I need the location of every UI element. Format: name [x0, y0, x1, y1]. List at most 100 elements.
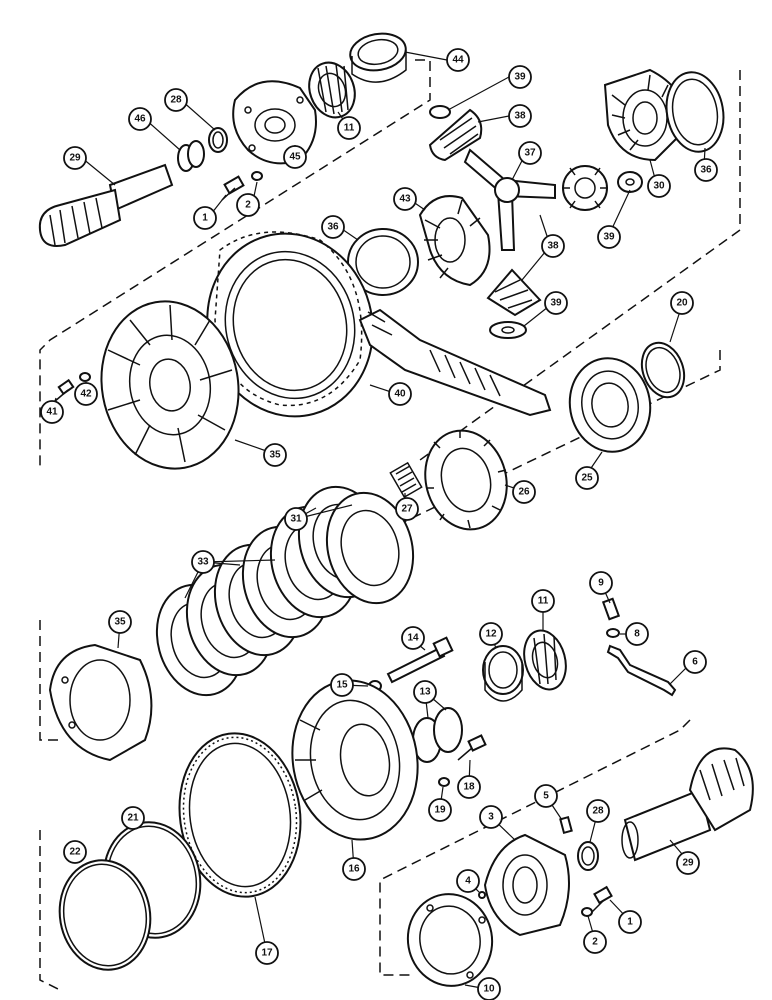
callout-13: 13 [413, 680, 437, 704]
callout-38: 38 [508, 104, 532, 128]
svg-text:40: 40 [394, 389, 406, 400]
callout-19: 19 [428, 798, 452, 822]
svg-text:44: 44 [452, 55, 464, 66]
callout-27: 27 [395, 497, 419, 521]
callout-36b: 36 [321, 215, 345, 239]
callout-38b: 38 [541, 234, 565, 258]
callout-40: 40 [388, 382, 412, 406]
callout-4: 4 [456, 869, 480, 893]
callout-20: 20 [670, 291, 694, 315]
svg-text:31: 31 [290, 514, 302, 525]
shim-36-top [665, 71, 725, 153]
svg-text:15: 15 [336, 680, 348, 691]
pinion-gear-38-bottom [486, 268, 542, 317]
bolt-1-bottom [591, 885, 613, 913]
callout-2b: 2 [583, 930, 607, 954]
svg-text:35: 35 [114, 617, 126, 628]
callout-41: 41 [40, 400, 64, 424]
callout-33: 33 [191, 550, 215, 574]
callout-15: 15 [330, 673, 354, 697]
callout-1b: 1 [618, 910, 642, 934]
svg-text:8: 8 [634, 629, 640, 640]
callout-10: 10 [477, 977, 501, 1000]
svg-text:43: 43 [399, 194, 411, 205]
svg-text:13: 13 [419, 687, 431, 698]
callout-17: 17 [255, 941, 279, 965]
svg-text:29: 29 [69, 153, 81, 164]
callout-36: 36 [694, 158, 718, 182]
differential-case-35-bottom [48, 643, 153, 762]
lube-tube-6 [606, 644, 677, 697]
callout-1: 1 [193, 206, 217, 230]
svg-text:35: 35 [269, 450, 281, 461]
svg-text:29: 29 [682, 858, 694, 869]
svg-text:41: 41 [46, 407, 58, 418]
svg-text:28: 28 [592, 806, 604, 817]
svg-text:39: 39 [603, 232, 615, 243]
seal-plate-25 [568, 357, 652, 453]
svg-text:12: 12 [485, 629, 497, 640]
svg-text:6: 6 [692, 657, 698, 668]
thrust-washer-39-right [617, 171, 643, 193]
bolt-41 [53, 378, 75, 403]
svg-text:39: 39 [550, 298, 562, 309]
svg-text:37: 37 [524, 148, 536, 159]
callout-12: 12 [479, 622, 503, 646]
callout-9: 9 [589, 571, 613, 595]
callout-21: 21 [121, 806, 145, 830]
callout-5: 5 [534, 784, 558, 808]
fitting-9 [601, 597, 621, 621]
svg-text:18: 18 [463, 782, 475, 793]
axle-shaft-29-top [38, 163, 174, 247]
callout-35b: 35 [108, 610, 132, 634]
cover-plate-10 [406, 893, 494, 987]
callout-30: 30 [647, 174, 671, 198]
svg-text:10: 10 [483, 984, 495, 995]
svg-text:22: 22 [69, 847, 81, 858]
snap-ring-28-bottom [577, 841, 599, 871]
callout-8: 8 [625, 622, 649, 646]
washer-8 [606, 628, 620, 638]
side-gear-43 [418, 195, 491, 287]
svg-text:25: 25 [581, 473, 593, 484]
snap-ring-28-top [208, 127, 228, 153]
svg-text:21: 21 [127, 813, 139, 824]
svg-text:2: 2 [245, 200, 251, 211]
svg-text:45: 45 [289, 152, 301, 163]
snap-ring-22 [58, 859, 152, 971]
callout-39: 39 [508, 65, 532, 89]
svg-text:39: 39 [514, 72, 526, 83]
callout-11: 11 [337, 116, 361, 140]
svg-text:1: 1 [202, 213, 208, 224]
callout-3: 3 [479, 805, 503, 829]
svg-text:1: 1 [627, 917, 633, 928]
fitting-5 [559, 815, 573, 835]
bearing-cone-11-bottom [523, 629, 567, 691]
axle-shaft-29-bottom [621, 747, 754, 862]
svg-text:20: 20 [676, 298, 688, 309]
callout-18: 18 [457, 775, 481, 799]
spring-27 [389, 461, 423, 499]
svg-text:9: 9 [598, 578, 604, 589]
callout-39b: 39 [597, 225, 621, 249]
pinion-gear-38-top [428, 108, 483, 162]
svg-text:5: 5 [543, 791, 549, 802]
bearing-cone-11-top [308, 61, 356, 119]
seal-rings-13 [412, 707, 463, 763]
bearing-carrier-3 [483, 833, 570, 937]
pinion-gear-38-right [562, 165, 608, 211]
svg-text:4: 4 [465, 876, 471, 887]
svg-text:46: 46 [134, 114, 146, 125]
bearing-cup-12 [482, 645, 524, 702]
seal-rings-46 [177, 140, 205, 172]
callout-45: 45 [283, 145, 307, 169]
washer-42 [79, 372, 91, 382]
callout-28b: 28 [586, 799, 610, 823]
svg-text:11: 11 [538, 596, 549, 607]
svg-text:19: 19 [434, 805, 446, 816]
svg-text:2: 2 [592, 937, 598, 948]
svg-text:16: 16 [348, 864, 360, 875]
thrust-washer-39-bottom [489, 321, 527, 339]
